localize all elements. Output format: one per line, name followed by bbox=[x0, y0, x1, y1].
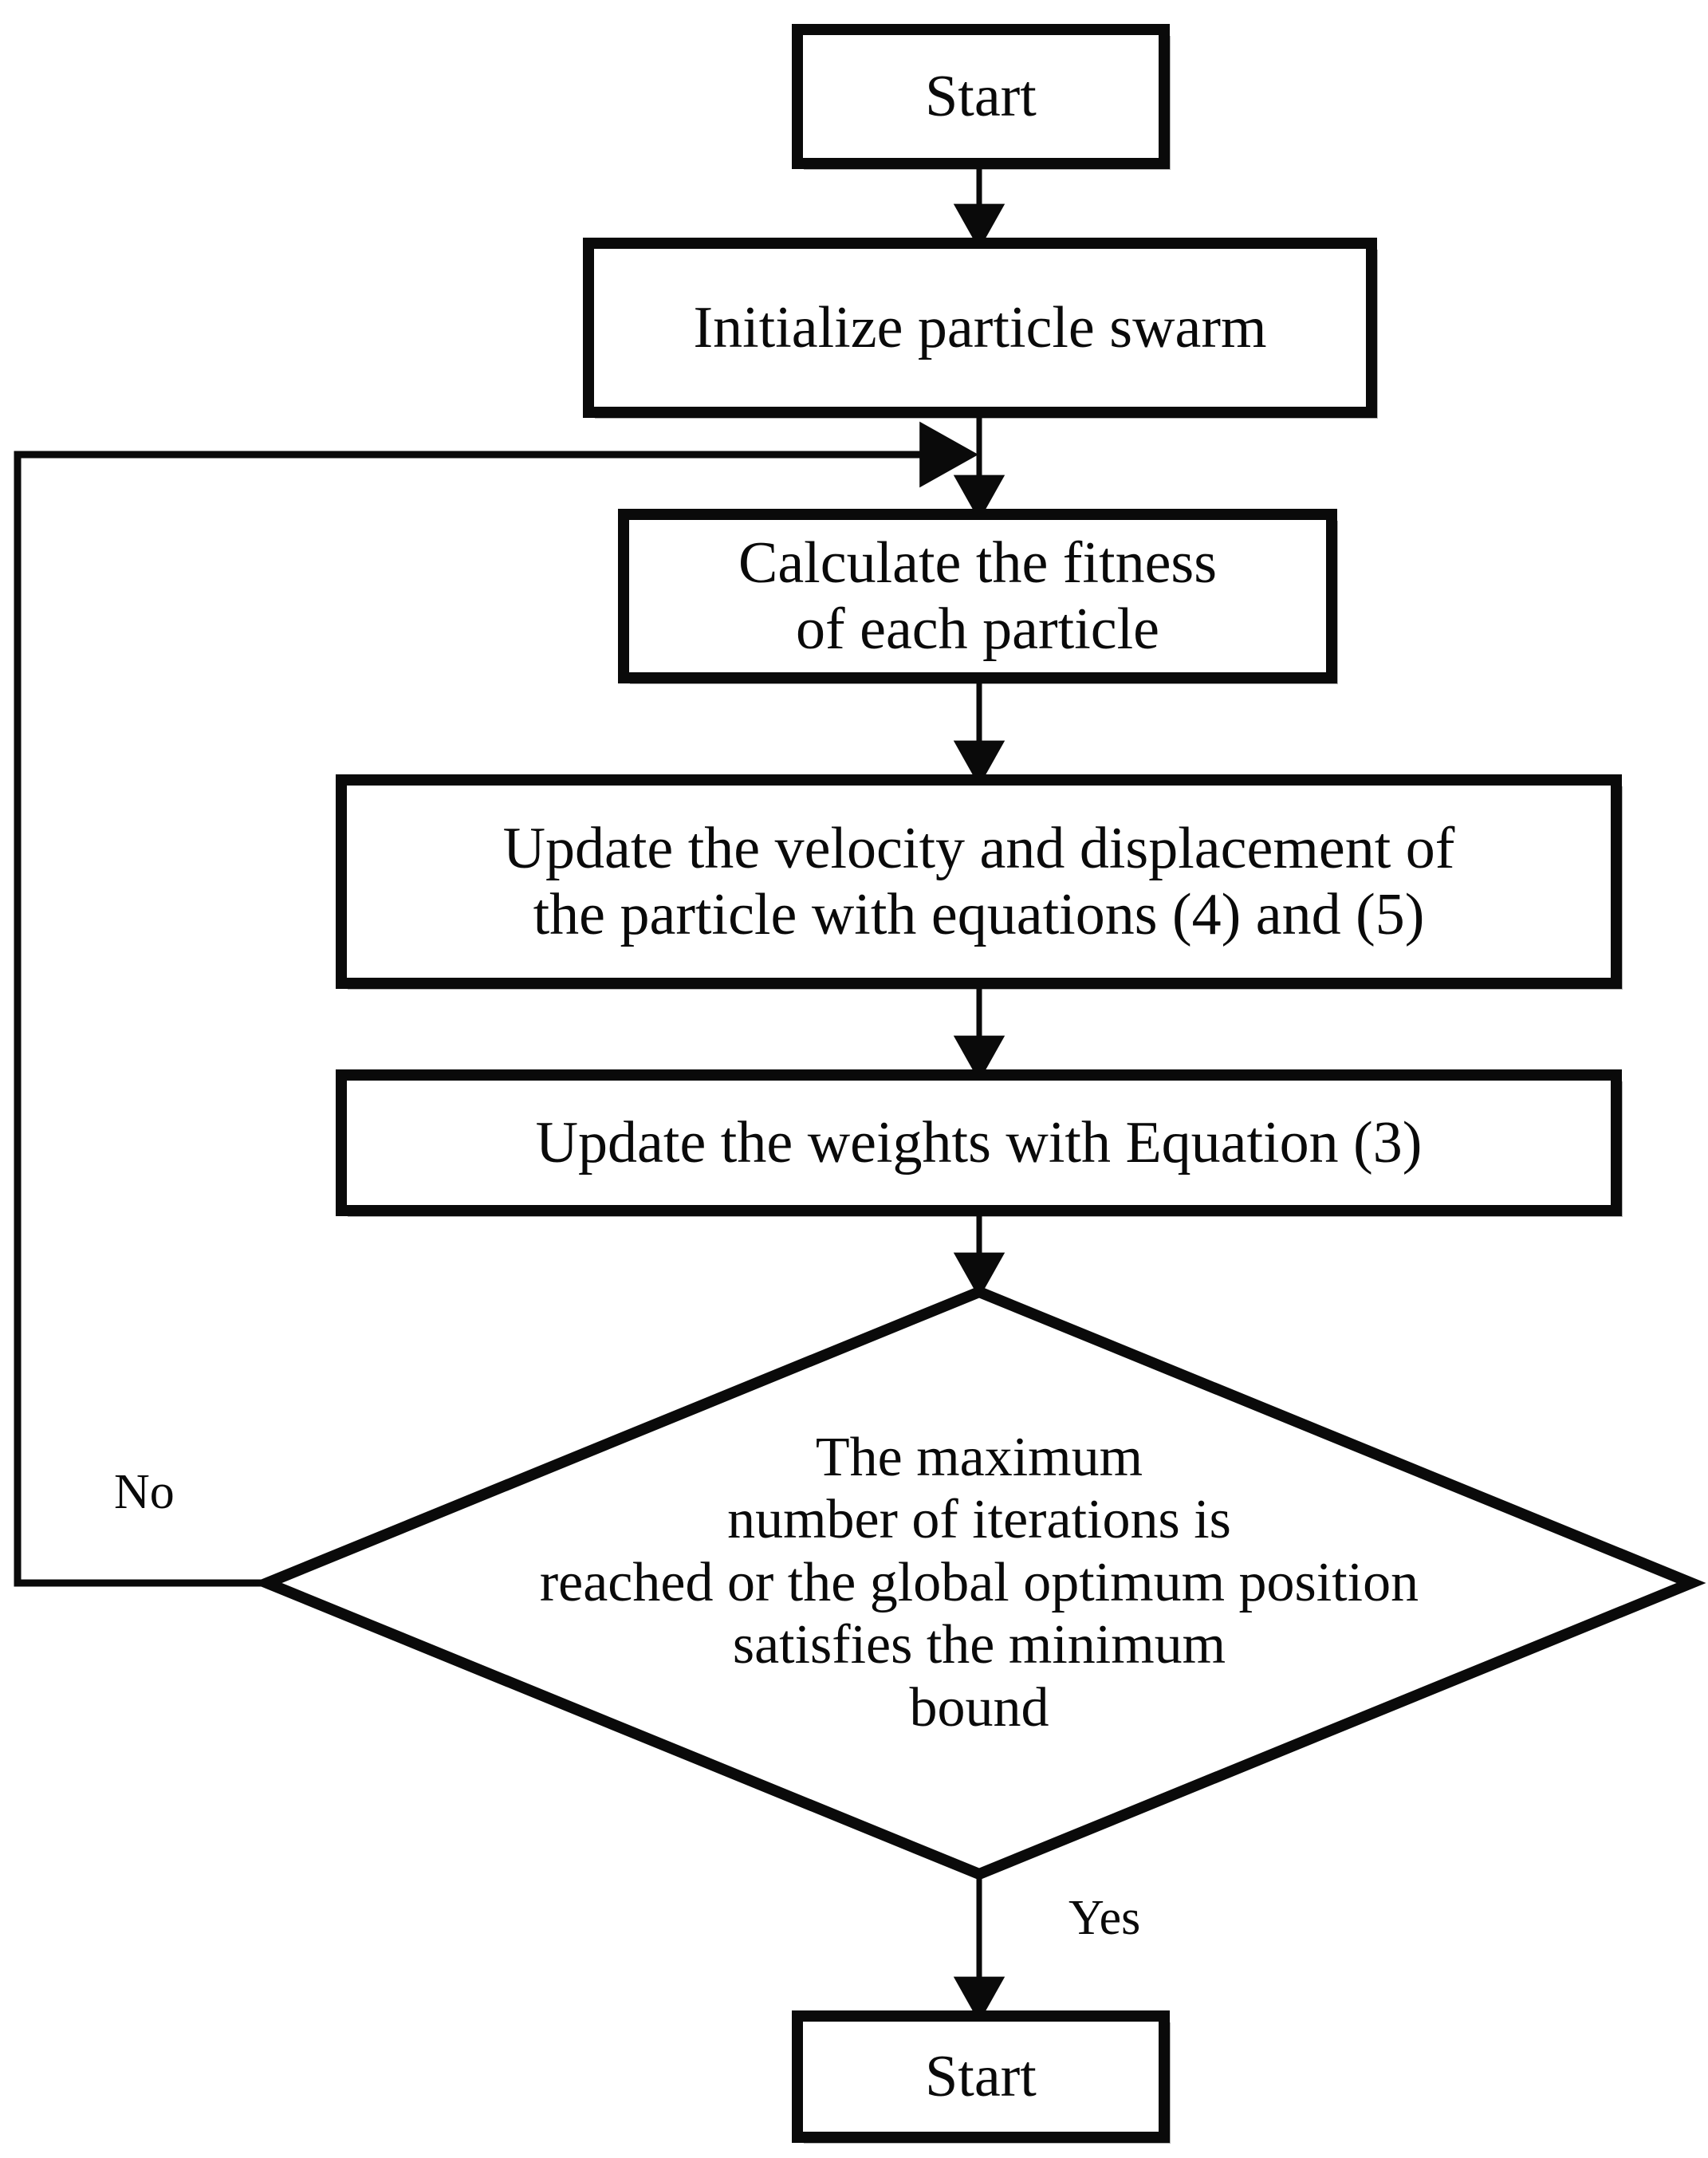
node-start-shape bbox=[792, 24, 1170, 169]
node-end-shape bbox=[792, 2010, 1170, 2143]
node-update-weights-shape bbox=[336, 1069, 1622, 1216]
edge-label-yes: Yes bbox=[1068, 1891, 1141, 1945]
edge-label-no: No bbox=[114, 1465, 175, 1519]
node-decision-shape bbox=[252, 1286, 1706, 1880]
node-update-velocity-shape bbox=[336, 774, 1622, 989]
node-initialize-shape bbox=[583, 238, 1377, 418]
connector-no-loopback bbox=[14, 421, 979, 1587]
node-outlines bbox=[252, 24, 1706, 2143]
node-fitness-shape bbox=[618, 509, 1337, 683]
